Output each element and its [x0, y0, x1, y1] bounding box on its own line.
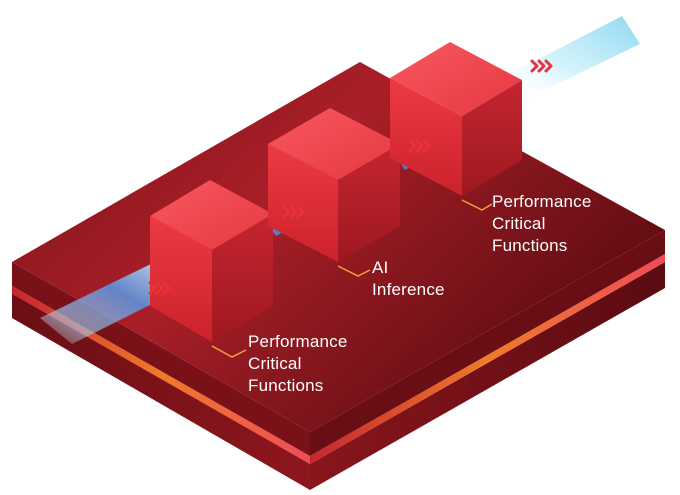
callout-line-right [461, 199, 493, 211]
cube-left-top [150, 180, 273, 250]
label-line: AI [372, 258, 389, 277]
triple-chevron-right-icon [530, 59, 553, 73]
label-performance-critical-functions-left: Performance Critical Functions [248, 331, 348, 397]
cube-middle-top [268, 108, 400, 180]
stream-segment-outgoing [510, 16, 640, 100]
label-performance-critical-functions-right: Performance Critical Functions [492, 191, 592, 257]
board-lower-front [12, 292, 310, 490]
triple-chevron-right-icon [148, 281, 171, 295]
label-ai-inference: AI Inference [372, 257, 445, 301]
cube-middle-front [268, 144, 338, 262]
callout-line-middle [337, 265, 371, 277]
cube-middle [268, 108, 400, 262]
cube-left-front [150, 216, 212, 342]
label-line: Performance [492, 192, 592, 211]
label-line: Performance [248, 332, 348, 351]
cube-right-top [390, 42, 522, 116]
callout-line-left [211, 345, 247, 358]
cube-left-side [212, 214, 273, 342]
label-line: Functions [492, 236, 568, 255]
callout-lines [211, 199, 493, 358]
cube-left [150, 180, 273, 342]
board-accent-stripe-right [310, 254, 665, 464]
triple-chevron-right-icon [408, 139, 431, 153]
label-line: Critical [248, 354, 302, 373]
board-lower-right [310, 262, 665, 490]
label-line: Functions [248, 376, 324, 395]
cube-right-front [390, 78, 462, 196]
label-line: Critical [492, 214, 546, 233]
board-upper-right [310, 230, 665, 456]
flow-markers [148, 59, 553, 295]
stream-segment-incoming [40, 262, 180, 344]
triple-chevron-right-icon [282, 205, 305, 219]
label-line: Inference [372, 280, 445, 299]
cube-right [390, 42, 522, 196]
cube-right-side [462, 80, 522, 196]
cube-middle-side [338, 144, 400, 262]
